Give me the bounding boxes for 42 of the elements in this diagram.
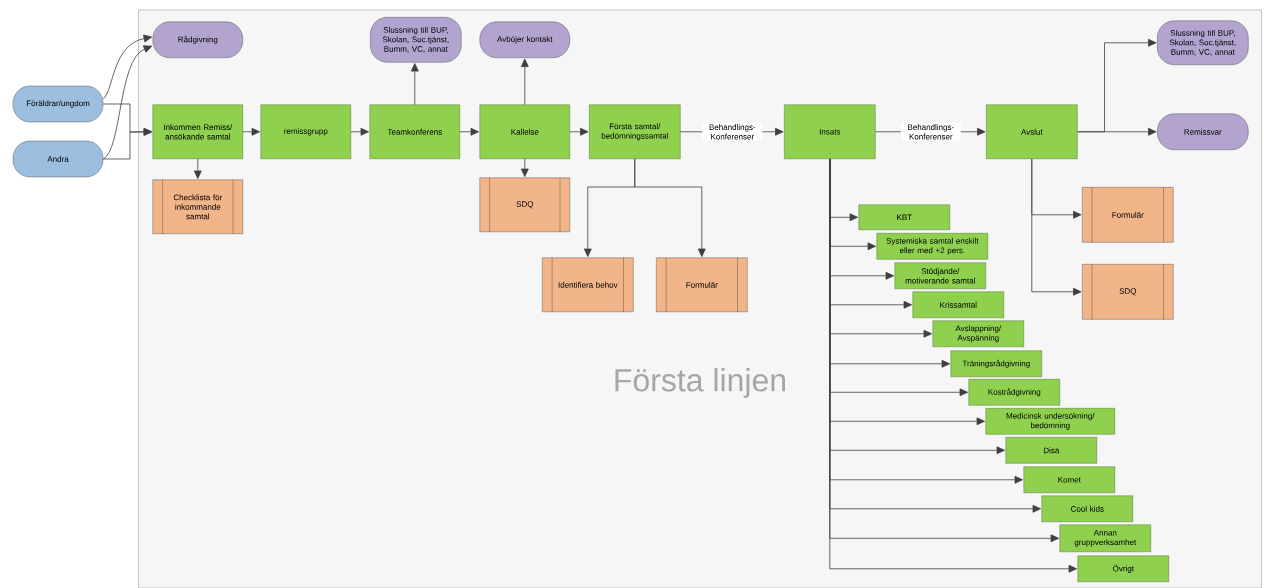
process-box: Teamkonferens [369, 104, 460, 159]
process-box: Stödjande/ motiverande samtal [894, 262, 986, 289]
process-box: Systemiska samtal enskilt eller med +2 pers. [876, 233, 988, 260]
arrow [102, 34, 153, 100]
process-box: Annan gruppverksamhet [1059, 524, 1151, 552]
arrow [569, 127, 589, 136]
process-box: Krissamtal [912, 291, 1004, 318]
arrow [193, 158, 202, 179]
subprocess-box: Formulär [656, 257, 748, 313]
arrow [102, 45, 153, 160]
process-box: remissgrupp [260, 104, 351, 159]
process-box: Cool kids [1041, 495, 1133, 522]
subprocess-box: SDQ [479, 177, 570, 233]
arrow [520, 58, 529, 105]
process-box: Avslut [986, 104, 1078, 159]
process-box: Insats [784, 104, 876, 159]
arrow [520, 158, 529, 177]
arrow [459, 127, 479, 136]
process-box: Övrigt [1077, 555, 1169, 582]
process-box: Disa [1005, 437, 1097, 464]
subprocess-box: Formulär [1082, 186, 1174, 243]
process-box: KBT [858, 204, 950, 230]
process-box: Första samtal/ bedömningssamtal [589, 104, 681, 159]
process-box: Komet [1023, 466, 1115, 493]
arrow [242, 127, 261, 136]
subprocess-box: Checklista för inkommande samtal [152, 179, 243, 235]
process-box: Träningsrådgivning [950, 350, 1042, 377]
process-box: Kostrådgivning [968, 379, 1060, 406]
process-box: Medicinsk undersökning/ bedömning [985, 408, 1115, 435]
arrow [350, 127, 369, 136]
arrow [1077, 127, 1157, 136]
process-box: Avslappning/ Avspänning [932, 320, 1024, 347]
arrow [634, 158, 706, 257]
arrow [410, 63, 419, 105]
edge-label: Behandlings- Konferenser [702, 123, 763, 141]
arrow [102, 128, 153, 160]
process-box: Kallelse [479, 104, 570, 159]
process-box: Inkommen Remiss/ ansökande samtal [152, 104, 243, 159]
subprocess-box: Identifiera behov [542, 257, 634, 313]
arrow [1031, 158, 1082, 296]
edge-label: Behandlings- Konferenser [900, 123, 961, 141]
subprocess-box: SDQ [1082, 263, 1174, 320]
